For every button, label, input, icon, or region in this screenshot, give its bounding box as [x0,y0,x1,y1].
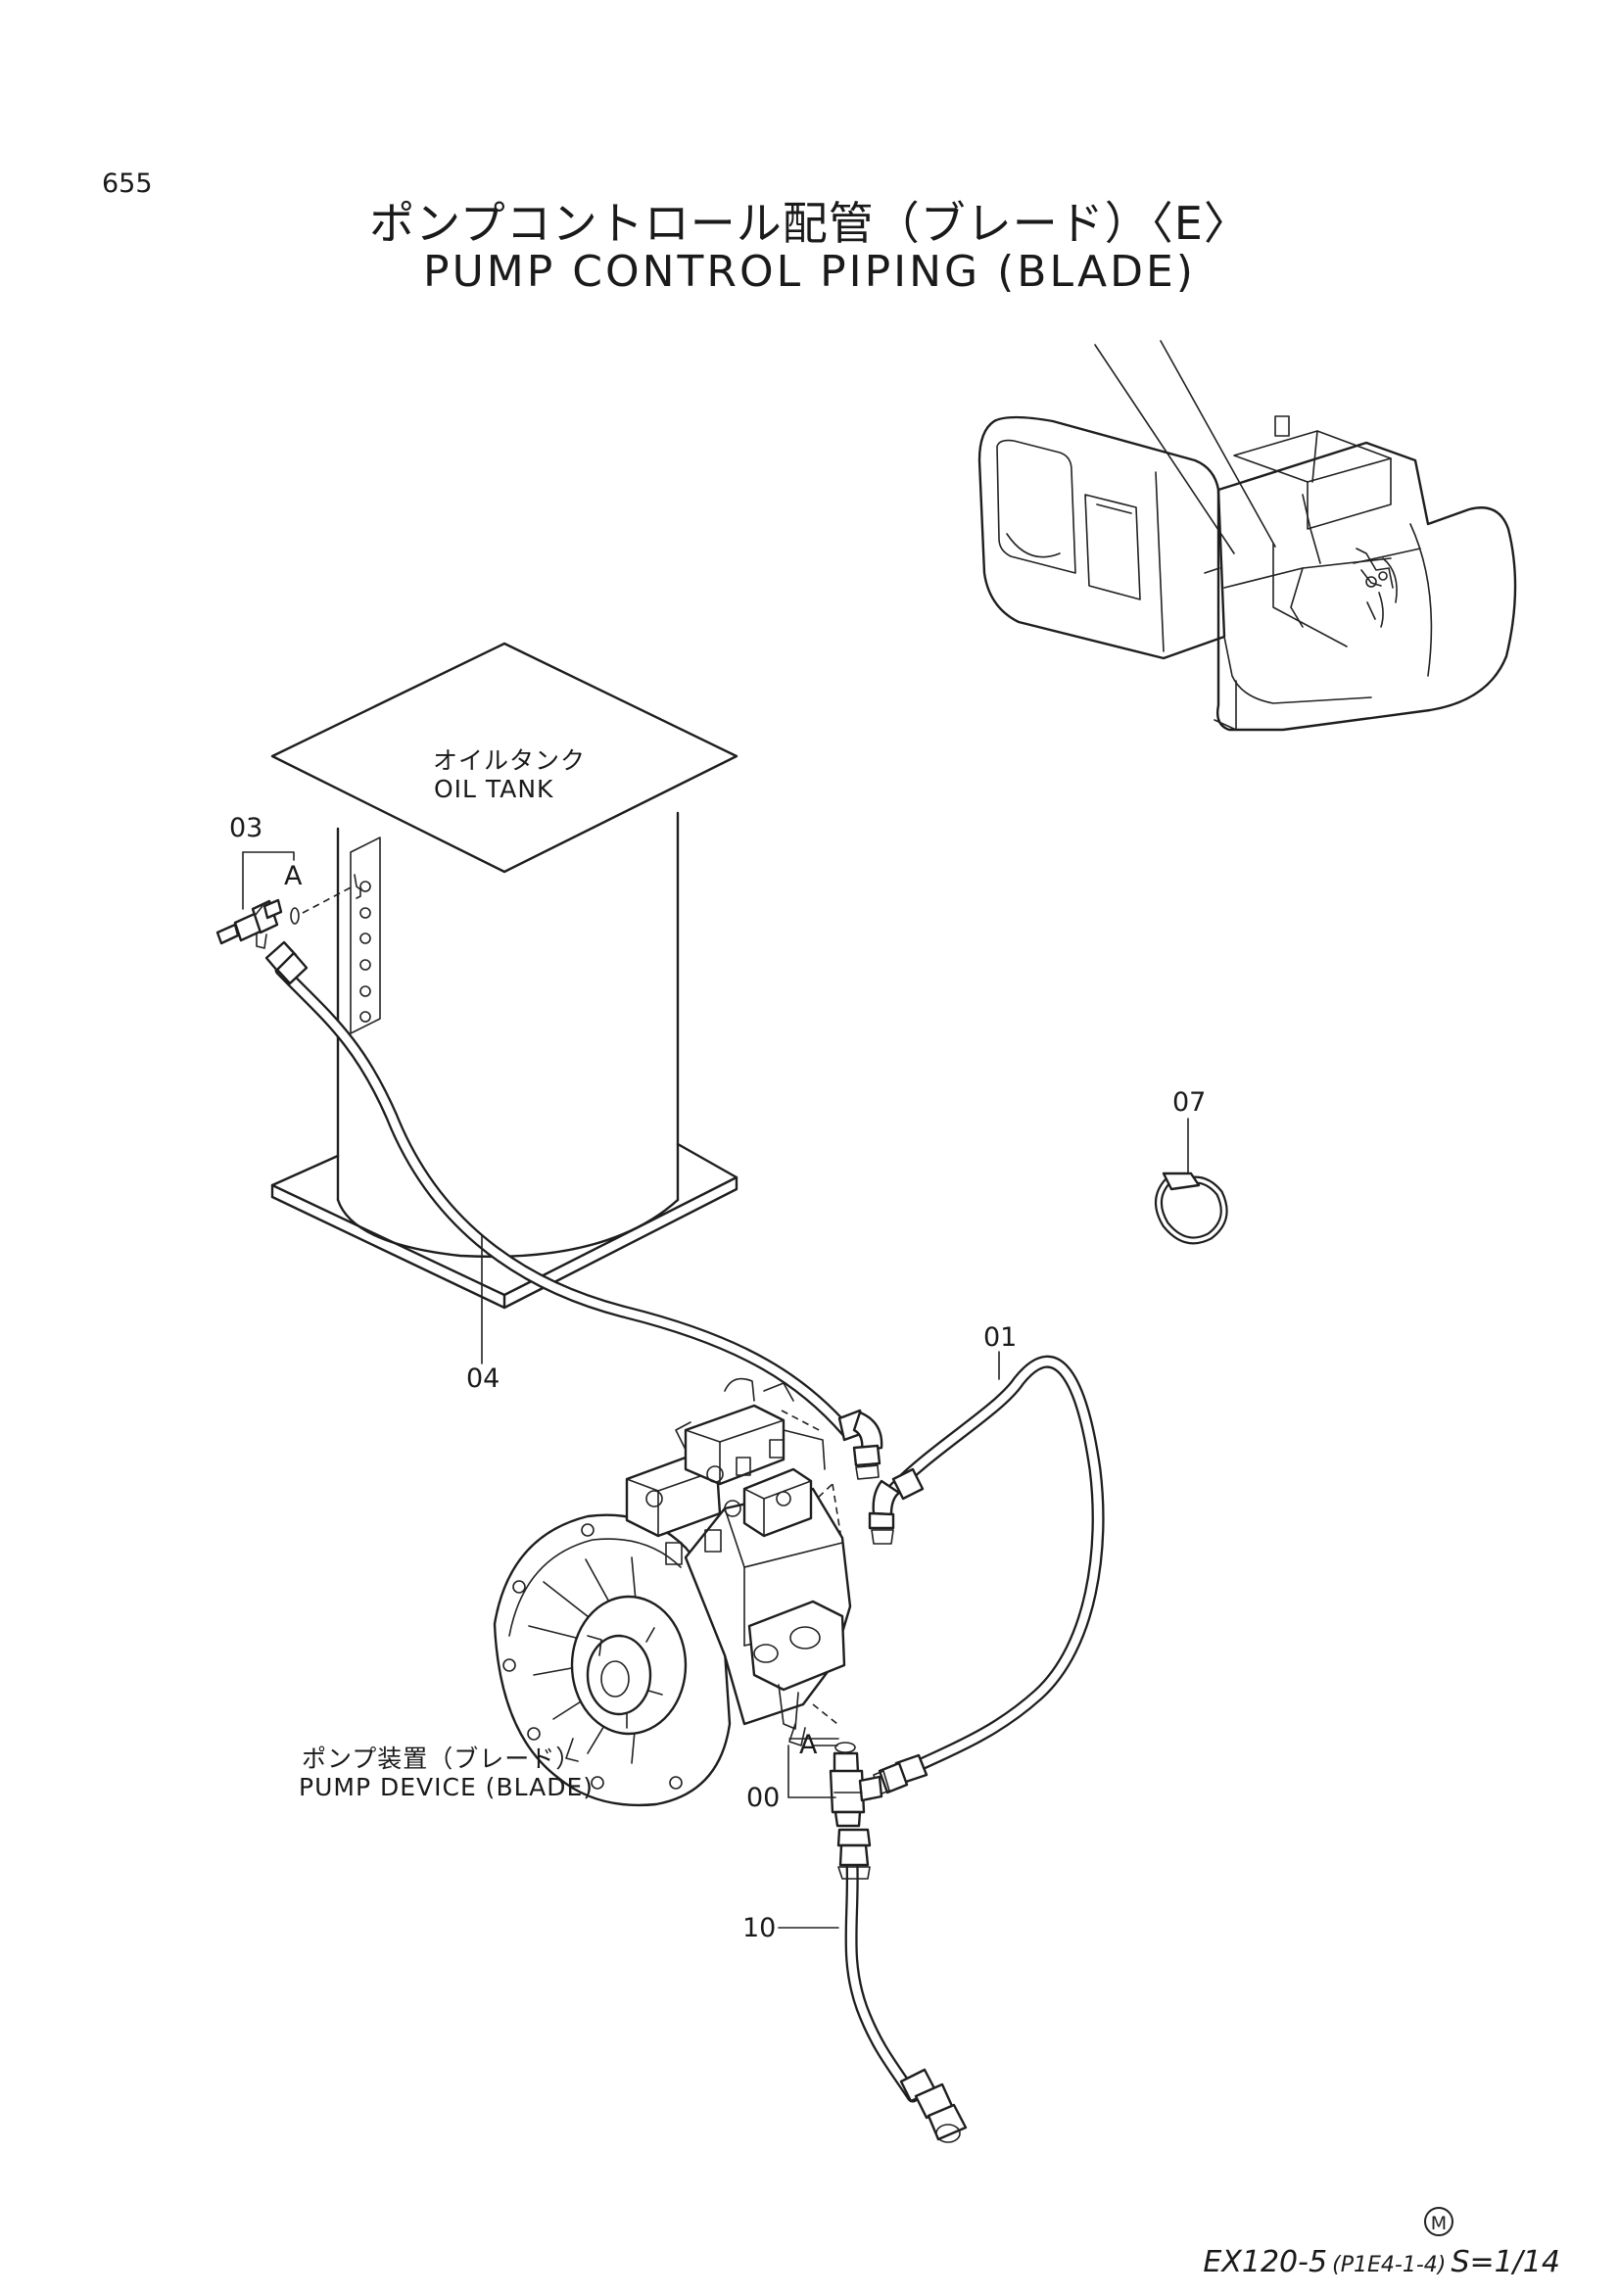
footer-scale: S=1/14 [1451,2245,1560,2279]
callout-10: 10 [742,1913,777,1943]
footer-model: EX120-5 [1203,2245,1328,2279]
dashed-link-mid [800,1483,833,1514]
oil-tank-label-jp: オイルタンク [433,746,587,775]
footer-model-info: EX120-5 (P1E4-1-4) S=1/14 [1203,2245,1560,2279]
footer-code: (P1E4-1-4) [1332,2253,1447,2277]
hose-04 [264,940,883,1480]
oil-tank-label-en: OIL TANK [434,775,554,803]
clamp-07 [1155,1118,1228,1245]
callout-01: 01 [983,1322,1018,1353]
hose-10 [836,1828,968,2143]
excavator-overview-illustration [977,340,1517,732]
m-mark-icon: M [1424,2207,1453,2236]
pump-device-label-jp: ポンプ装置（ブレード） [302,1745,582,1773]
callout-03-leader [242,851,295,861]
fitting-03 [215,885,354,949]
page-number: 655 [102,168,153,199]
tee-fitting-00 [829,1742,883,1828]
dashed-link-a [812,1703,838,1725]
callout-04: 04 [466,1363,500,1394]
ref-a-top: A [284,861,303,891]
pump-device-illustration [493,1377,852,1807]
callout-03: 03 [229,813,263,843]
callout-07: 07 [1172,1087,1207,1118]
pump-device-label-en: PUMP DEVICE (BLADE) [299,1773,594,1801]
ref-a-bottom: A [799,1730,818,1760]
callout-00-bracket [787,1745,836,1798]
title-english: PUMP CONTROL PIPING (BLADE) [423,247,1196,297]
title-japanese: ポンプコントロール配管（ブレード）〈E〉 [369,197,1250,250]
oil-tank-illustration [270,642,738,1310]
dashed-link-top [781,1410,824,1433]
callout-00: 00 [746,1783,781,1813]
hose-01 [868,1355,1105,1795]
